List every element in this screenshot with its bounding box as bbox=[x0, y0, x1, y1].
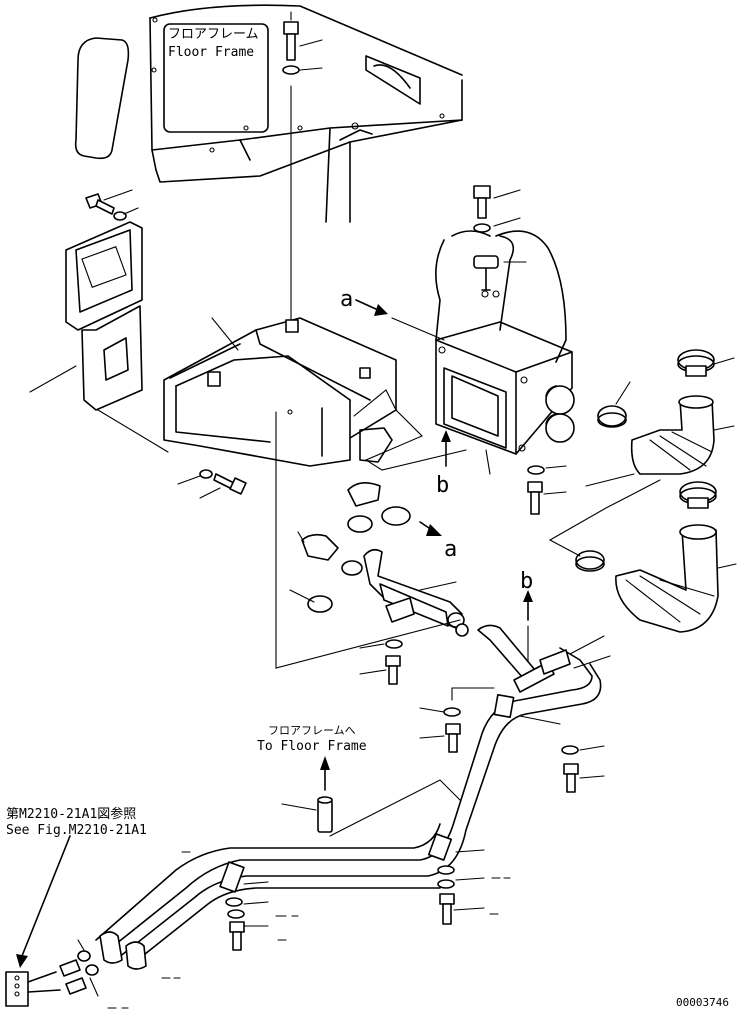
ref-label-b-lower: b bbox=[520, 569, 533, 594]
pipe-clamps-lower bbox=[99, 693, 515, 970]
drawing-number: 00003746 bbox=[676, 996, 729, 1009]
hose-elbow-pieces bbox=[289, 482, 411, 613]
hose-fittings-lower-left bbox=[59, 939, 99, 997]
floor-frame bbox=[74, 4, 463, 223]
heater-duct bbox=[163, 317, 397, 501]
ref-arrow-a-upper bbox=[355, 299, 445, 341]
leader-bracket-left bbox=[275, 499, 461, 669]
floor-frame-label-jp: フロアフレーム bbox=[168, 27, 259, 42]
heater-unit bbox=[435, 321, 575, 455]
wire-harness bbox=[435, 230, 567, 363]
ref-label-a-upper: a bbox=[340, 287, 353, 312]
bolt-top bbox=[282, 11, 323, 321]
hose-clamp-mid-right bbox=[597, 381, 631, 428]
leader-line-hoses bbox=[549, 479, 661, 541]
ref-arrow-a-lower bbox=[419, 521, 442, 536]
bolt-left-upper bbox=[85, 189, 139, 221]
heater-pipe-assembly bbox=[359, 548, 469, 685]
heater-hose-upper bbox=[630, 395, 735, 475]
spacer-stud bbox=[281, 756, 461, 837]
duct-plate bbox=[29, 221, 169, 453]
ref-label-a-lower: a bbox=[444, 537, 457, 562]
leader-dashes bbox=[107, 635, 611, 1009]
hose-clamp-upper-right bbox=[677, 349, 735, 377]
connector-reference bbox=[5, 835, 71, 1007]
leader-line-hoses-2 bbox=[549, 539, 581, 557]
bolt-heater-lower bbox=[485, 449, 567, 515]
ref-arrow-b-upper bbox=[441, 430, 451, 467]
leader-bracket-duct bbox=[353, 389, 467, 471]
see-fig-label-jp: 第M2210-21A1図参照 bbox=[6, 806, 136, 822]
bolt-duct-lower bbox=[177, 469, 247, 499]
to-floor-frame-label-en: To Floor Frame bbox=[257, 739, 367, 754]
ref-label-b-upper: b bbox=[436, 473, 449, 498]
heater-hose-lower bbox=[615, 524, 737, 633]
to-floor-frame-label-jp: フロアフレームへ bbox=[268, 724, 356, 737]
hose-clamp-small-lower bbox=[575, 550, 605, 572]
leader-line-hoses-3 bbox=[585, 473, 635, 487]
heater-pipe-long bbox=[95, 624, 602, 959]
bolt-heater-top bbox=[473, 185, 521, 233]
floor-frame-label-en: Floor Frame bbox=[168, 45, 254, 60]
see-fig-label-en: See Fig.M2210-21A1 bbox=[6, 823, 147, 838]
bolts-lower-set bbox=[225, 687, 605, 951]
hose-clamp-lower-right bbox=[679, 481, 717, 509]
